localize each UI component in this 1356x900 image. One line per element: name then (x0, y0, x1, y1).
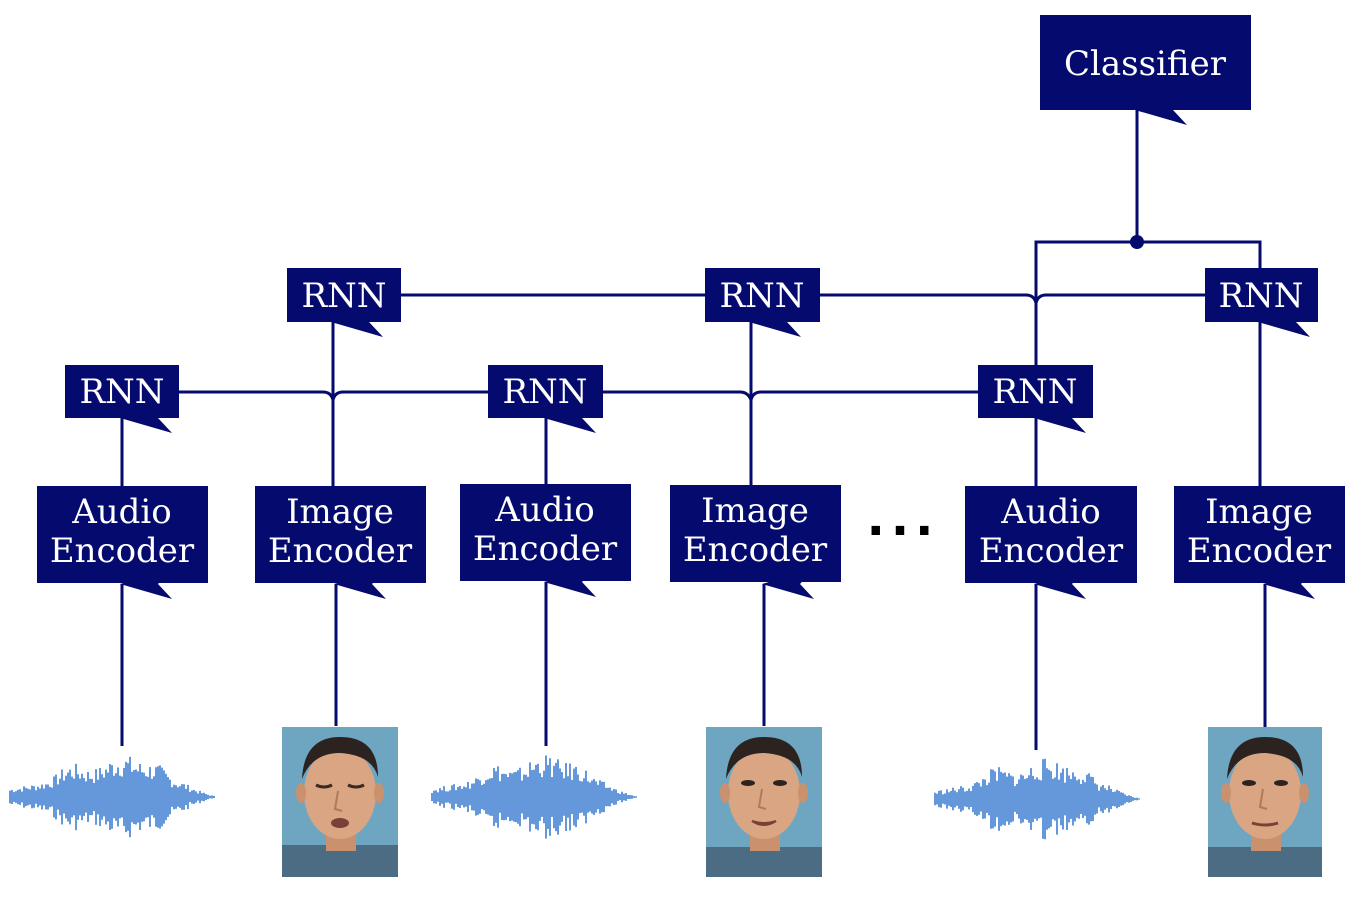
audio-encoder-2-line2: Encoder (473, 529, 618, 569)
face-photo-icon (282, 727, 398, 877)
audio-encoder-3-line1: Audio (1000, 492, 1101, 532)
audio-encoder-1-line2: Encoder (50, 531, 195, 571)
connections (179, 240, 1262, 406)
rnn-link-upper-2 (820, 293, 1205, 304)
image-encoder-1-line1: Image (286, 492, 394, 532)
image-encoder-2-line2: Encoder (683, 530, 828, 570)
rnn-upper-2-label: RNN (719, 276, 804, 316)
rnn-lower-3-label: RNN (992, 372, 1077, 412)
audio-encoder-2-box (460, 484, 631, 581)
rnn-lower-2-label: RNN (502, 372, 587, 412)
rnn-lower-1-label: RNN (79, 372, 164, 412)
rnn-upper-1-label: RNN (301, 276, 386, 316)
merge-line (1034, 240, 1262, 366)
classifier-label: Classifier (1064, 44, 1227, 84)
rnn-upper-2-box (705, 268, 820, 322)
audio-encoder-3-line2: Encoder (979, 531, 1124, 571)
audio-encoder-3-box (965, 486, 1137, 583)
rnn-upper-3-label: RNN (1218, 276, 1303, 316)
rnn-lower-1-box (65, 365, 179, 418)
classifier-box (1040, 15, 1251, 110)
image-encoder-1-box (255, 486, 426, 583)
audio-waveform-icon (431, 755, 637, 839)
audio-waveform-icon (9, 756, 215, 838)
image-encoder-2-box (670, 485, 841, 582)
rnn-link-lower-2 (603, 390, 978, 406)
image-encoder-1-line2: Encoder (268, 531, 413, 571)
audio-encoder-1-line1: Audio (71, 492, 172, 532)
ellipsis: ... (867, 491, 940, 547)
audio-waveform-icon (934, 758, 1140, 840)
rnn-upper-3-box (1205, 268, 1318, 322)
image-encoder-2-line1: Image (701, 491, 809, 531)
rnn-upper-1-box (287, 268, 401, 322)
image-encoder-3-box (1174, 486, 1345, 583)
arrows (120, 95, 1315, 750)
audio-encoder-1-box (37, 486, 208, 583)
merge-dot (1130, 235, 1144, 249)
rnn-lower-2-box (488, 365, 603, 418)
image-encoder-3-line2: Encoder (1187, 531, 1332, 571)
audio-encoder-2-line1: Audio (494, 490, 595, 530)
image-encoder-3-line1: Image (1205, 492, 1313, 532)
face-photo-icon (706, 727, 822, 877)
rnn-lower-3-box (978, 365, 1093, 418)
boxes (37, 15, 1345, 583)
face-photo-icon (1208, 727, 1322, 877)
